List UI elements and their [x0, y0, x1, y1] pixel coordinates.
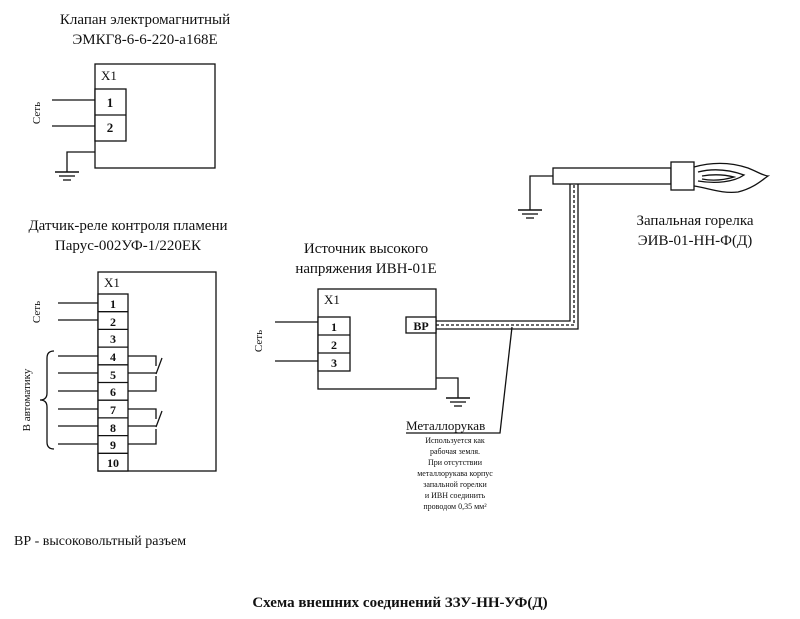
burner-title-line2: ЭИВ-01-НН-Ф(Д) [638, 233, 752, 249]
burner-ground-wire [529, 175, 553, 210]
sensor-pin-1: 1 [110, 297, 116, 311]
sensor-block: Датчик-реле контроля пламени Парус-002УФ… [21, 218, 228, 472]
valve-ground-icon [55, 171, 79, 181]
note-line-1: Используется как [425, 436, 485, 445]
sensor-pin-8: 8 [110, 421, 116, 435]
source-title-line1: Источник высокого [304, 241, 428, 257]
sensor-pin-5: 5 [110, 368, 116, 382]
note-line-3: При отсутствии [428, 458, 483, 467]
ignition-source-block: Источник высокого напряжения ИВН-01Е X1 … [253, 241, 470, 407]
source-connector-label: X1 [324, 292, 340, 307]
burner-nozzle [670, 161, 695, 191]
relay-contact-2 [128, 408, 163, 445]
valve-net-label: Сеть [31, 102, 43, 124]
source-hv-label: ВР [413, 319, 428, 333]
source-terminal-block [317, 316, 351, 372]
burner-block: Запальная горелка ЭИВ-01-НН-Ф(Д) [518, 161, 771, 249]
burner-ground-icon [518, 209, 542, 219]
source-pin-3: 3 [331, 356, 337, 370]
sensor-title-line2: Парус-002УФ-1/220ЕК [55, 238, 202, 254]
hv-cable [436, 184, 579, 330]
note-line-4: металлорукава корпус [417, 469, 493, 478]
sensor-pin-10: 10 [107, 456, 119, 470]
flame-icon [693, 162, 771, 194]
note-line-2: рабочая земля. [430, 447, 480, 456]
source-ground-icon [446, 397, 470, 407]
sensor-net-label: Сеть [31, 301, 43, 323]
metal-sleeve-leader [406, 326, 513, 434]
note-line-5: запальной горелки [423, 480, 487, 489]
valve-title-line1: Клапан электромагнитный [60, 12, 230, 28]
sensor-pin-3: 3 [110, 332, 116, 346]
legend-text: ВР - высоковольтный разъем [14, 534, 186, 549]
source-pin-2: 2 [331, 338, 337, 352]
sensor-pin-9: 9 [110, 438, 116, 452]
valve-title-line2: ЭМКГ8-6-6-220-а168Е [72, 32, 217, 48]
valve-pin-1: 1 [107, 95, 114, 110]
source-ground-wire [436, 377, 459, 398]
metal-sleeve-label: Металлорукав [406, 418, 485, 433]
sensor-pin-7: 7 [110, 403, 116, 417]
sensor-automation-label: В автоматику [21, 368, 33, 431]
source-net-label: Сеть [253, 330, 265, 352]
valve-ground-wire [66, 151, 95, 172]
sensor-title-line1: Датчик-реле контроля пламени [28, 218, 227, 234]
burner-title-line1: Запальная горелка [636, 213, 753, 229]
valve-connector-label: X1 [101, 68, 117, 83]
source-title-line2: напряжения ИВН-01Е [295, 261, 436, 277]
automation-brace [39, 350, 55, 450]
note-line-6: и ИВН соединить [425, 491, 486, 500]
sensor-pin-2: 2 [110, 315, 116, 329]
source-pin-1: 1 [331, 320, 337, 334]
metal-sleeve-note: Используется как рабочая земля. При отсу… [417, 436, 493, 511]
valve-block: Клапан электромагнитный ЭМКГ8-6-6-220-а1… [31, 12, 230, 181]
sensor-pin-6: 6 [110, 385, 116, 399]
note-line-7: проводом 0,35 мм² [423, 502, 487, 511]
burner-tube [552, 167, 672, 185]
sensor-pin-4: 4 [110, 350, 116, 364]
diagram-caption: Схема внешних соединений ЗЗУ-НН-УФ(Д) [252, 595, 547, 611]
valve-pin-2: 2 [107, 120, 114, 135]
sensor-connector-label: X1 [104, 275, 120, 290]
relay-contact-1 [128, 355, 163, 392]
